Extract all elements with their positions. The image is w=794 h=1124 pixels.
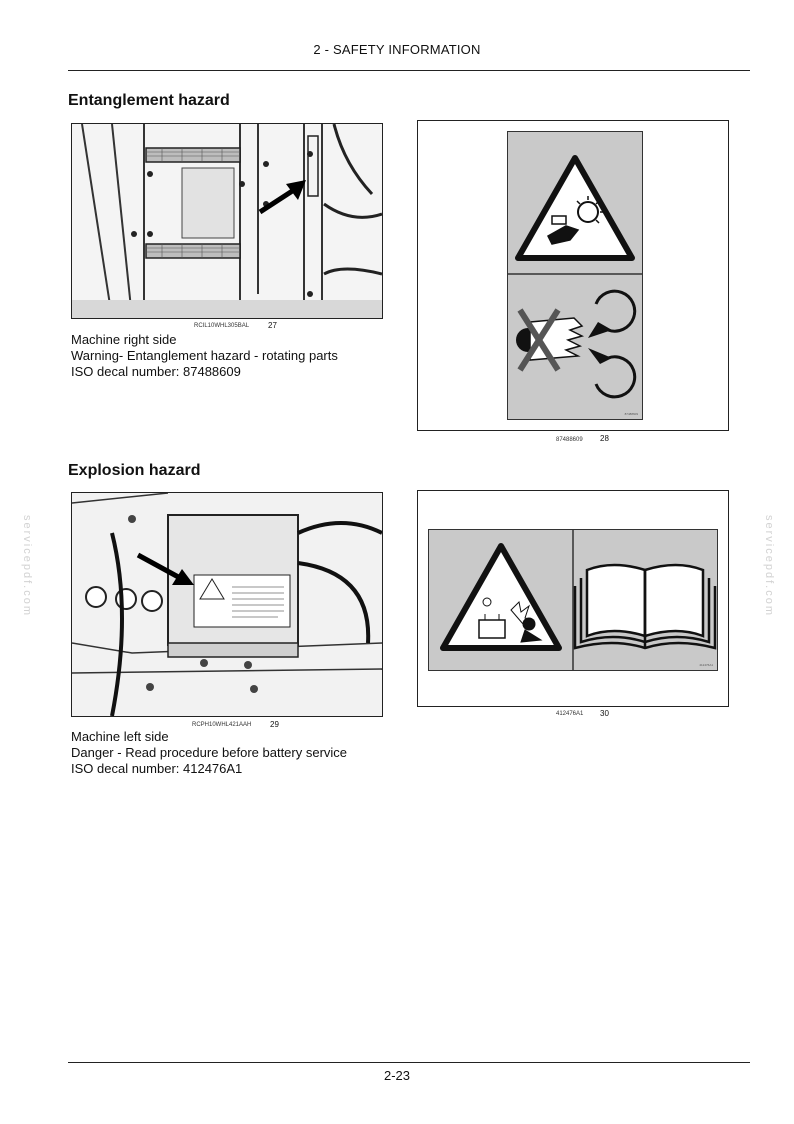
explosion-decal: 412476A1 xyxy=(428,529,718,671)
caption-line: Danger - Read procedure before battery s… xyxy=(71,745,348,760)
caption-explosion: Machine left side Danger - Read procedur… xyxy=(71,729,401,777)
caption-entanglement: Machine right side Warning- Entanglement… xyxy=(71,332,401,380)
caption-line: Machine left side xyxy=(71,729,169,744)
figure-number: 27 xyxy=(268,321,277,330)
figure-ref-code: 87488609 xyxy=(556,437,583,443)
explosion-decal-figure: 412476A1 xyxy=(417,490,729,707)
footer-rule xyxy=(68,1062,750,1063)
decal-small-code: 87488609 xyxy=(624,412,638,416)
entanglement-decal-figure: 87488609 xyxy=(417,120,729,431)
header-rule xyxy=(68,70,750,71)
decal-small-code: 412476A1 xyxy=(699,663,713,667)
section-title-entanglement: Entanglement hazard xyxy=(68,92,230,109)
rotating-parts-icon xyxy=(594,289,637,399)
figure-number: 29 xyxy=(270,720,279,729)
machine-right-side-photo xyxy=(71,123,383,319)
watermark-right: servicepdf.com xyxy=(762,515,775,617)
figure-ref-code: RCIL10WHL305BAL xyxy=(194,323,250,329)
figure-ref-code: 412476A1 xyxy=(556,711,584,717)
caption-line: Warning- Entanglement hazard - rotating … xyxy=(71,348,338,363)
figure-number: 30 xyxy=(600,709,609,718)
page-number: 2-23 xyxy=(383,1068,411,1083)
watermark-left: servicepdf.com xyxy=(20,515,33,617)
running-header: 2 - SAFETY INFORMATION xyxy=(313,42,481,57)
caption-line: ISO decal number: 87488609 xyxy=(71,364,241,379)
figure-number: 28 xyxy=(600,434,609,443)
caption-line: ISO decal number: 412476A1 xyxy=(71,761,243,776)
figure-ref-code: RCPH10WHL421AAH xyxy=(192,722,252,728)
caption-line: Machine right side xyxy=(71,332,177,347)
read-manual-book-icon xyxy=(573,563,717,650)
machine-left-side-photo xyxy=(71,492,383,717)
section-title-explosion: Explosion hazard xyxy=(68,462,201,479)
hand-crossed-icon xyxy=(516,308,585,372)
warning-triangle-icon xyxy=(515,155,635,261)
entanglement-decal: 87488609 xyxy=(507,131,643,420)
